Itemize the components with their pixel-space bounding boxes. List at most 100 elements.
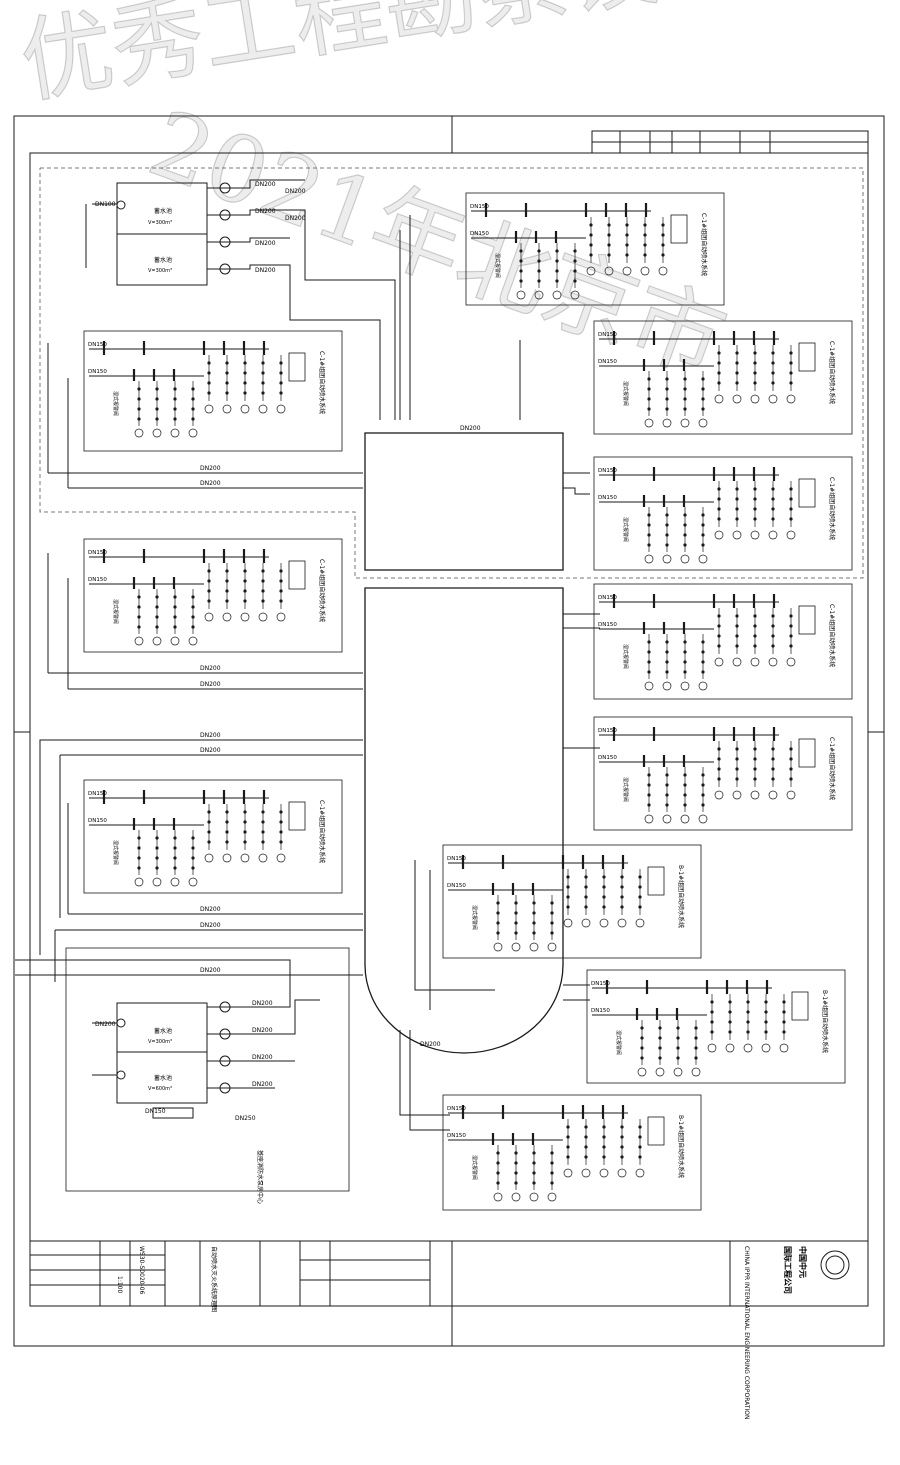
sprinkler-head bbox=[771, 517, 775, 521]
sprinkler-head bbox=[602, 885, 606, 889]
sprinkler-head bbox=[532, 921, 536, 925]
sprinkler-head bbox=[665, 803, 669, 807]
flow-indicator bbox=[276, 853, 286, 863]
sprinkler-head bbox=[607, 233, 611, 237]
sprinkler-head bbox=[735, 767, 739, 771]
flow-indicator bbox=[732, 530, 742, 540]
tank-top-volume-2: V=300m³ bbox=[148, 268, 172, 274]
tank-bottom-volume: V=300m³ bbox=[148, 1039, 172, 1045]
sprinkler-head bbox=[701, 407, 705, 411]
sprinkler-head bbox=[683, 377, 687, 381]
flow-indicator bbox=[750, 790, 760, 800]
tank-bottom-name-2: 蓄水池 bbox=[154, 1074, 172, 1082]
sprinkler-head bbox=[243, 361, 247, 365]
sprinkler-head bbox=[207, 830, 211, 834]
sprinkler-head bbox=[728, 1030, 732, 1034]
sprinkler-head bbox=[701, 640, 705, 644]
sprinkler-head bbox=[620, 1125, 624, 1129]
sprinkler-head bbox=[647, 513, 651, 517]
sprinkler-head bbox=[665, 670, 669, 674]
sprinkler-head bbox=[519, 249, 523, 253]
pipe-label: DN200 bbox=[200, 681, 221, 688]
sprinkler-head bbox=[647, 377, 651, 381]
sprinkler-head bbox=[753, 614, 757, 618]
sprinkler-head bbox=[665, 773, 669, 777]
sprinkler-head bbox=[550, 901, 554, 905]
sprinkler-head bbox=[191, 407, 195, 411]
sprinkler-head bbox=[243, 599, 247, 603]
sprinkler-head bbox=[694, 1026, 698, 1030]
dashed-zone bbox=[39, 167, 864, 579]
sprinkler-head bbox=[207, 589, 211, 593]
sprinkler-head bbox=[771, 624, 775, 628]
block-title: C-1#组团自动喷水系统 bbox=[318, 559, 326, 622]
pipe-label: DN200 bbox=[285, 188, 306, 195]
sprinkler-head bbox=[566, 895, 570, 899]
sprinkler-head bbox=[728, 1010, 732, 1014]
block-pipe-label: DN150 bbox=[598, 495, 617, 501]
sprinkler-head bbox=[647, 543, 651, 547]
sprinkler-head bbox=[225, 589, 229, 593]
sprinkler-head bbox=[789, 644, 793, 648]
pipe-label: DN200 bbox=[255, 267, 276, 274]
flow-indicator bbox=[714, 530, 724, 540]
sprinkler-head bbox=[735, 497, 739, 501]
flow-indicator bbox=[768, 530, 778, 540]
sprinkler-head bbox=[701, 387, 705, 391]
sprinkler-head bbox=[207, 820, 211, 824]
sprinkler-head bbox=[717, 517, 721, 521]
sprinkler-head bbox=[647, 773, 651, 777]
tank-top-volume: V=300m³ bbox=[148, 220, 172, 226]
loop-pipe-label: DN200 bbox=[460, 425, 481, 432]
sprinkler-head bbox=[207, 599, 211, 603]
sprinkler-head bbox=[694, 1036, 698, 1040]
flow-indicator bbox=[707, 1043, 717, 1053]
pressure-tank bbox=[791, 991, 809, 1021]
tank-top-name-2: 蓄水池 bbox=[154, 256, 172, 264]
pressure-tank bbox=[288, 352, 306, 382]
flow-indicator bbox=[680, 554, 690, 564]
flow-indicator bbox=[493, 1192, 503, 1202]
sprinkler-block-details: C-1#组团自动喷水系统湿式报警阀DN150DN150C-1#组团自动喷水系统湿… bbox=[88, 203, 836, 1202]
flow-indicator bbox=[563, 1168, 573, 1178]
company-en: CHINA IPPR INTERNATIONAL ENGINEERING COR… bbox=[743, 1246, 750, 1419]
sprinkler-head bbox=[566, 1155, 570, 1159]
sprinkler-head bbox=[243, 381, 247, 385]
sprinkler-head bbox=[137, 595, 141, 599]
sprinkler-head bbox=[676, 1026, 680, 1030]
alarm-valve-label: 湿式报警阀 bbox=[615, 1030, 622, 1055]
flow-indicator bbox=[768, 394, 778, 404]
sprinkler-head bbox=[638, 885, 642, 889]
sprinkler-head bbox=[647, 793, 651, 797]
block-pipe-label: DN150 bbox=[598, 332, 617, 338]
sprinkler-head bbox=[625, 243, 629, 247]
sprinkler-head bbox=[665, 533, 669, 537]
sprinkler-head bbox=[137, 387, 141, 391]
sprinkler-head bbox=[789, 757, 793, 761]
block-b2 bbox=[586, 969, 846, 1084]
sprinkler-head bbox=[602, 895, 606, 899]
flow-indicator bbox=[511, 1192, 521, 1202]
block-pipe-label: DN150 bbox=[598, 728, 617, 734]
sprinkler-head bbox=[566, 1145, 570, 1149]
flow-indicator bbox=[570, 290, 580, 300]
sprinkler-head bbox=[225, 840, 229, 844]
sprinkler-head bbox=[225, 371, 229, 375]
flow-indicator bbox=[222, 853, 232, 863]
block-c4 bbox=[593, 456, 853, 571]
sprinkler-head bbox=[665, 543, 669, 547]
flow-indicator bbox=[750, 394, 760, 404]
flow-indicator bbox=[547, 942, 557, 952]
sprinkler-head bbox=[665, 513, 669, 517]
pipe-label: DN200 bbox=[200, 747, 221, 754]
sprinkler-head bbox=[665, 523, 669, 527]
sprinkler-head bbox=[789, 351, 793, 355]
block-title: C-1#组团自动喷水系统 bbox=[828, 477, 836, 540]
sprinkler-head bbox=[607, 243, 611, 247]
flow-indicator bbox=[786, 790, 796, 800]
flow-indicator bbox=[188, 636, 198, 646]
flow-indicator bbox=[534, 290, 544, 300]
sprinkler-head bbox=[683, 793, 687, 797]
sprinkler-head bbox=[701, 773, 705, 777]
alarm-valve-label: 湿式报警阀 bbox=[112, 599, 119, 624]
